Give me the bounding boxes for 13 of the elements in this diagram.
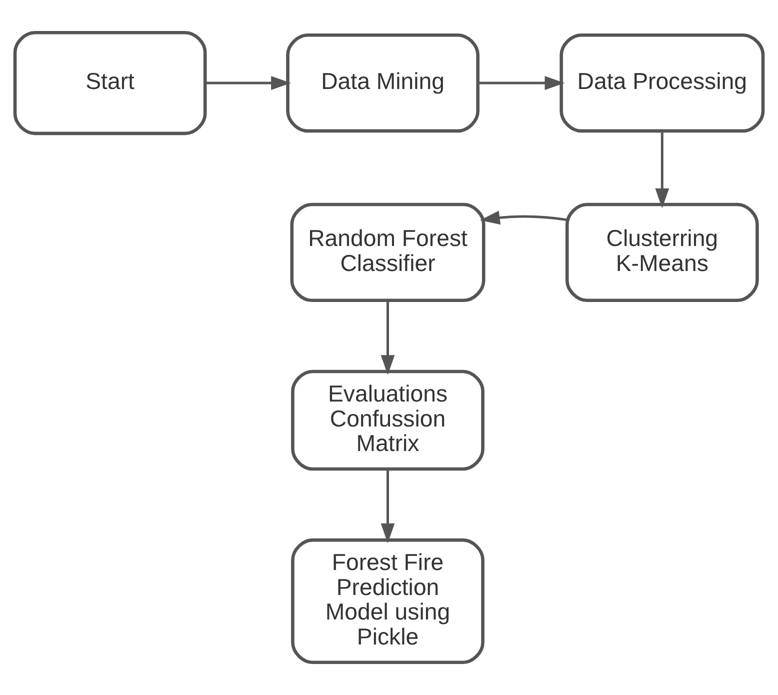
arrow [380, 469, 395, 544]
node-box: Evaluations Confussion Matrix [291, 370, 484, 471]
node-box: Data Mining [286, 33, 480, 133]
node-box: Random Forest Classifier [290, 202, 486, 302]
node-box: Forest Fire Prediction Model using Pickle [291, 538, 484, 664]
arrow [205, 76, 291, 90]
node-box: Start [13, 30, 207, 136]
arrow [478, 76, 565, 90]
node-box: Data Processing [560, 33, 765, 133]
arrow [380, 300, 395, 375]
node-box: Clusterring K-Means [565, 202, 759, 302]
arrow [480, 210, 567, 225]
arrow [655, 131, 670, 208]
